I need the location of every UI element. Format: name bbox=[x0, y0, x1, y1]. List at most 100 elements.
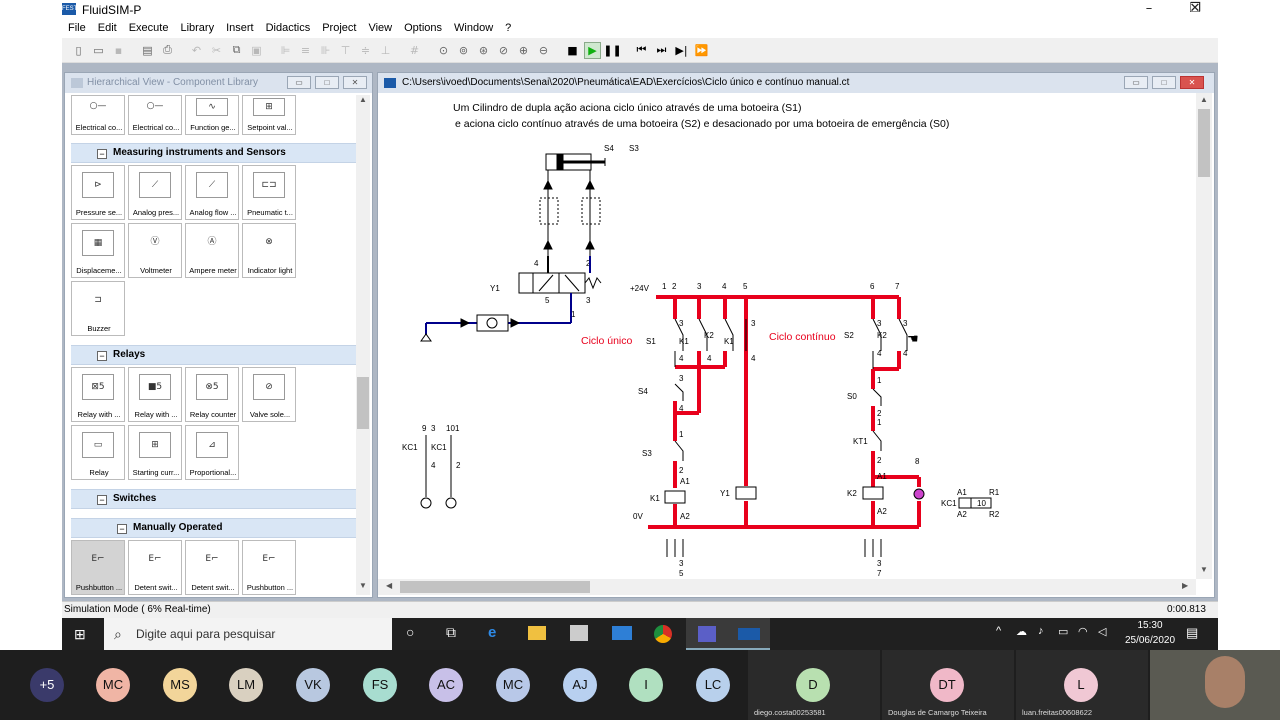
undo-icon[interactable]: ↶ bbox=[191, 43, 202, 57]
circuit-hscroll[interactable]: ◀ ▶ bbox=[378, 579, 1196, 595]
timer-relay-kc1[interactable] bbox=[958, 497, 992, 509]
menu-window[interactable]: Window bbox=[454, 22, 494, 34]
align-middle-icon[interactable]: ≑ bbox=[360, 43, 371, 57]
pause-icon[interactable]: ❚❚ bbox=[603, 43, 622, 57]
library-item-buzzer[interactable]: ⊐Buzzer bbox=[71, 281, 125, 336]
library-scrollbar[interactable]: ▲ ▼ bbox=[356, 95, 370, 595]
edge-icon[interactable]: e bbox=[488, 624, 497, 641]
group-switches[interactable]: −Switches bbox=[71, 489, 356, 509]
restore-icon[interactable]: ❐ bbox=[1189, 1, 1201, 16]
circuit-close-icon[interactable]: ✕ bbox=[1180, 76, 1204, 89]
stop-icon[interactable]: ■ bbox=[567, 43, 578, 57]
library-item-pushbutton-nc[interactable]: E⌐Pushbutton ... bbox=[242, 540, 296, 595]
library-close-icon[interactable]: ✕ bbox=[343, 76, 367, 89]
zoom-prev-icon[interactable]: ⊘ bbox=[498, 43, 509, 57]
library-item-electrical-connection[interactable]: ○—Electrical co... bbox=[71, 95, 125, 135]
air-service-unit[interactable] bbox=[420, 314, 521, 342]
menu-edit[interactable]: Edit bbox=[97, 22, 117, 34]
participant-avatar[interactable]: MS bbox=[163, 668, 197, 702]
tray-chevron-icon[interactable]: ^ bbox=[996, 625, 1002, 637]
library-item-detent-switch[interactable]: E⌐Detent swit... bbox=[128, 540, 182, 595]
export-icon[interactable]: ▤ bbox=[142, 43, 153, 57]
align-center-icon[interactable]: ≡ bbox=[300, 43, 311, 57]
library-item-starting-current[interactable]: ⊞Starting curr... bbox=[128, 425, 182, 480]
library-item-proportional[interactable]: ⊿Proportional... bbox=[185, 425, 239, 480]
group-measuring-instruments[interactable]: −Measuring instruments and Sensors bbox=[71, 143, 356, 163]
solenoid-valve-y1[interactable] bbox=[518, 272, 602, 294]
reset-icon[interactable]: ⏮ bbox=[636, 43, 647, 56]
library-item-indicator-light[interactable]: ⊗Indicator light bbox=[242, 223, 296, 278]
windows-start-icon[interactable]: ⊞ bbox=[74, 626, 86, 642]
library-item-analog-flow[interactable]: ⟋Analog flow ... bbox=[185, 165, 239, 220]
library-minimize-icon[interactable]: ▭ bbox=[287, 76, 311, 89]
menu-help[interactable]: ? bbox=[505, 22, 512, 34]
copy-icon[interactable]: ⧉ bbox=[232, 43, 241, 56]
microphone-icon[interactable]: ♪ bbox=[1038, 625, 1044, 637]
library-item-pressure-sensor[interactable]: ⊳Pressure se... bbox=[71, 165, 125, 220]
library-item-electrical-connection-2[interactable]: ○—Electrical co... bbox=[128, 95, 182, 135]
library-maximize-icon[interactable]: □ bbox=[315, 76, 339, 89]
participant-avatar[interactable]: VK bbox=[296, 668, 330, 702]
menu-view[interactable]: View bbox=[368, 22, 393, 34]
step-forward-icon[interactable]: ▶| bbox=[675, 43, 688, 57]
cortana-icon[interactable]: ○ bbox=[406, 624, 415, 640]
zoom-icon[interactable]: ⊙ bbox=[438, 43, 449, 57]
participant-tile[interactable]: L luan.freitas00608622 bbox=[1016, 650, 1148, 720]
cloud-icon[interactable]: ☁ bbox=[1016, 626, 1027, 638]
library-scroll-thumb[interactable] bbox=[357, 377, 369, 429]
circuit-hscroll-thumb[interactable] bbox=[400, 581, 590, 593]
participant-avatar[interactable]: LC bbox=[696, 668, 730, 702]
network-icon[interactable]: ▭ bbox=[1058, 626, 1069, 638]
clock-date[interactable]: 25/06/2020 bbox=[1124, 635, 1176, 646]
circuit-maximize-icon[interactable]: □ bbox=[1152, 76, 1176, 89]
switch-contacts[interactable] bbox=[666, 318, 908, 557]
notifications-icon[interactable]: ▤ bbox=[1186, 625, 1199, 640]
fast-forward-icon[interactable]: ⏩ bbox=[694, 43, 709, 57]
zoom-fit-icon[interactable]: ⊚ bbox=[458, 43, 469, 57]
zoom-window-icon[interactable]: ⊛ bbox=[478, 43, 489, 57]
mail-icon[interactable] bbox=[612, 626, 632, 640]
taskbar-search[interactable]: ⌕ Digite aqui para pesquisar bbox=[104, 618, 392, 650]
step-icon[interactable]: ⏭ bbox=[656, 43, 667, 56]
open-icon[interactable]: ▭ bbox=[93, 43, 104, 57]
library-item-pneumatic-transducer[interactable]: ⊏⊐Pneumatic t... bbox=[242, 165, 296, 220]
indicator-lamp[interactable] bbox=[913, 488, 925, 500]
library-item-function-generator[interactable]: ∿Function ge... bbox=[185, 95, 239, 135]
library-item-relay[interactable]: ▭Relay bbox=[71, 425, 125, 480]
participant-avatar[interactable]: AC bbox=[429, 668, 463, 702]
menu-didactics[interactable]: Didactics bbox=[265, 22, 311, 34]
chrome-icon[interactable] bbox=[654, 625, 672, 643]
volume-icon[interactable]: ◁ bbox=[1098, 626, 1107, 638]
participant-avatar[interactable]: AJ bbox=[563, 668, 597, 702]
library-item-displacement[interactable]: ▦Displaceme... bbox=[71, 223, 125, 278]
group-manually-operated[interactable]: −Manually Operated bbox=[71, 518, 356, 538]
zoom-in-icon[interactable]: ⊕ bbox=[518, 43, 529, 57]
close-icon[interactable]: ✕ bbox=[1189, 1, 1201, 16]
library-item-detent-switch-2[interactable]: E⌐Detent swit... bbox=[185, 540, 239, 595]
menu-library[interactable]: Library bbox=[180, 22, 215, 34]
circuit-minimize-icon[interactable]: ▭ bbox=[1124, 76, 1148, 89]
align-right-icon[interactable]: ⊪ bbox=[320, 43, 331, 57]
participant-avatar[interactable]: MC bbox=[496, 668, 530, 702]
print-icon[interactable]: ⎙ bbox=[163, 43, 172, 56]
grid-icon[interactable]: # bbox=[409, 43, 420, 57]
library-item-pushbutton-no[interactable]: E⌐Pushbutton ... bbox=[71, 540, 125, 595]
participant-avatar[interactable]: LM bbox=[229, 668, 263, 702]
fluidsim-taskbar-item[interactable] bbox=[728, 618, 770, 650]
menu-project[interactable]: Project bbox=[322, 22, 357, 34]
new-icon[interactable]: ▯ bbox=[75, 43, 82, 57]
menu-file[interactable]: File bbox=[68, 22, 86, 34]
teams-taskbar-item[interactable] bbox=[686, 618, 728, 650]
participant-avatar[interactable]: I bbox=[629, 668, 663, 702]
participant-avatar[interactable]: MC bbox=[96, 668, 130, 702]
store-icon[interactable] bbox=[570, 625, 588, 641]
relay-coils[interactable] bbox=[420, 486, 884, 509]
align-left-icon[interactable]: ⊫ bbox=[280, 43, 291, 57]
zoom-out-icon[interactable]: ⊖ bbox=[538, 43, 549, 57]
cut-icon[interactable]: ✂ bbox=[211, 43, 222, 57]
